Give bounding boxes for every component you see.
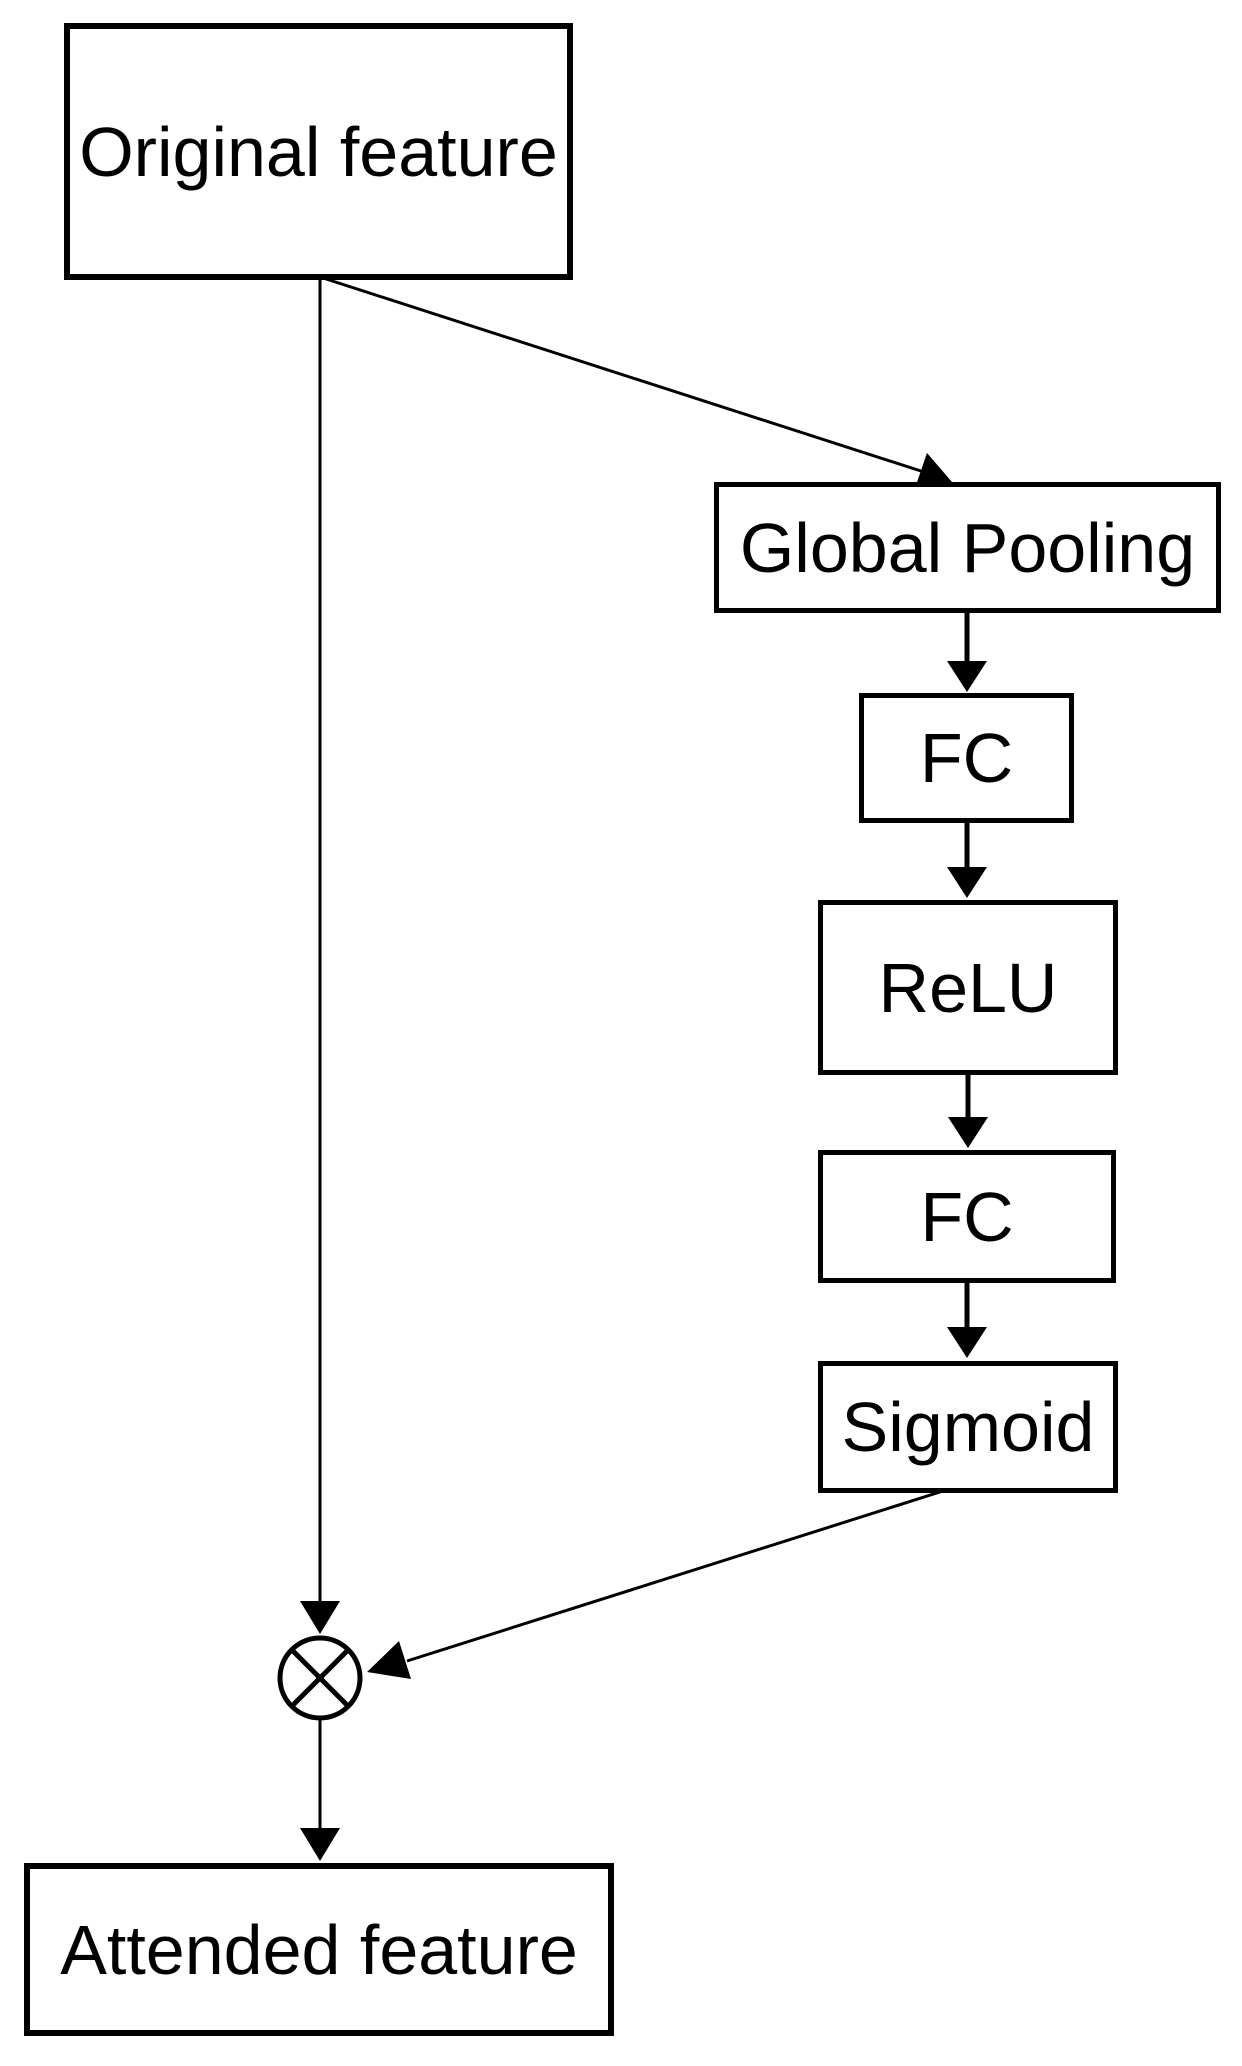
node-fc-2: FC — [818, 1150, 1116, 1283]
node-global-pooling: Global Pooling — [714, 482, 1221, 613]
arrow-sigmoid-to-multiply — [367, 1489, 944, 1679]
arrow-multiply-to-attended — [300, 1719, 340, 1861]
arrow-original-to-multiply — [300, 277, 340, 1634]
node-original-feature: Original feature — [64, 23, 573, 280]
node-relu: ReLU — [818, 900, 1118, 1075]
node-attended-feature: Attended feature — [24, 1863, 614, 2036]
node-fc-1: FC — [859, 693, 1074, 823]
arrow-global-pooling-to-fc1 — [947, 610, 987, 692]
arrow-relu-to-fc2 — [948, 1073, 988, 1148]
arrow-fc1-to-relu — [947, 820, 987, 898]
node-sigmoid: Sigmoid — [818, 1361, 1118, 1493]
multiply-node — [277, 1635, 363, 1721]
arrow-fc2-to-sigmoid — [947, 1281, 987, 1358]
arrow-original-to-global-pooling — [319, 275, 952, 491]
